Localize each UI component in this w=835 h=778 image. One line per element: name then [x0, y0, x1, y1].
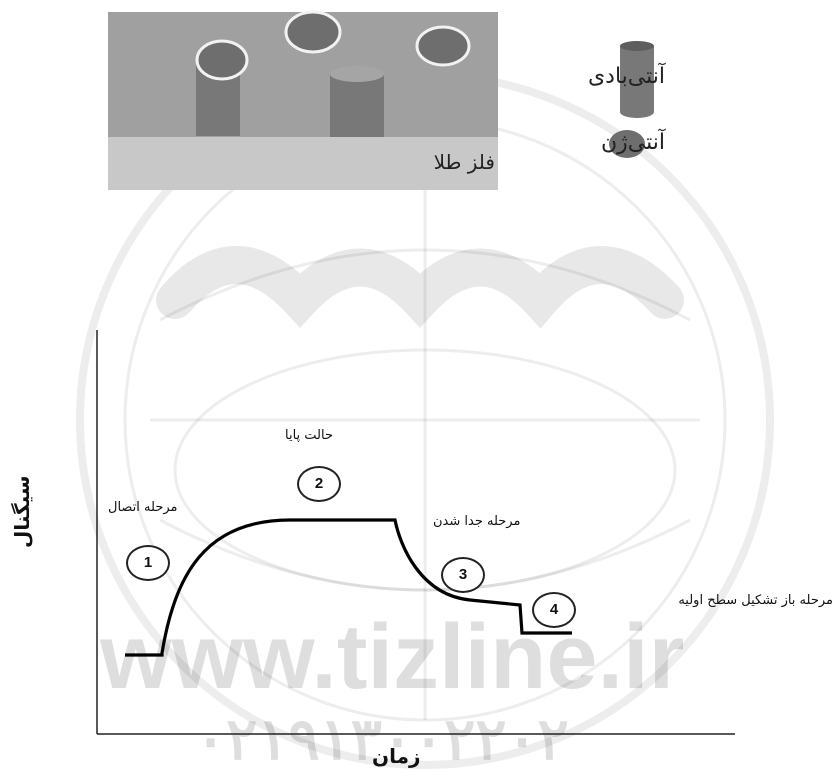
sensor-diagram	[108, 10, 654, 190]
stage-2-marker: 2	[297, 466, 341, 502]
antibody-1	[195, 39, 249, 136]
antigen-disc-icon	[609, 130, 645, 158]
antibody-2	[330, 66, 384, 137]
y-axis-label: سیگنال	[10, 475, 34, 549]
antigen-2	[415, 25, 471, 67]
stage-4-marker: 4	[532, 592, 576, 628]
stage-1-label: مرحله اتصال	[108, 500, 178, 515]
gold-metal-label: فلز طلا	[433, 150, 495, 174]
stage-4-label: مرحله باز تشکیل سطح اولیه	[678, 593, 833, 608]
stage-1-marker: 1	[126, 545, 170, 581]
signal-curve	[125, 518, 572, 657]
legend-antibody-label: آنتی‌بادی	[587, 64, 665, 89]
stage-3-marker: 3	[441, 557, 485, 593]
x-axis-label: زمان	[372, 744, 421, 768]
watermark-digits: ۰۲۱۹۱۳۰۰۲۲۰۲	[195, 707, 569, 772]
legend-antigen-label: آنتی‌ژن	[601, 130, 665, 155]
stage-2-label: حالت پایا	[285, 428, 334, 443]
stage-3-label: مرحله جدا شدن	[433, 514, 521, 529]
antigen-1	[284, 10, 342, 54]
watermark-url: www.tizline.ir	[100, 606, 685, 708]
antibody-cylinder-icon	[620, 41, 654, 118]
